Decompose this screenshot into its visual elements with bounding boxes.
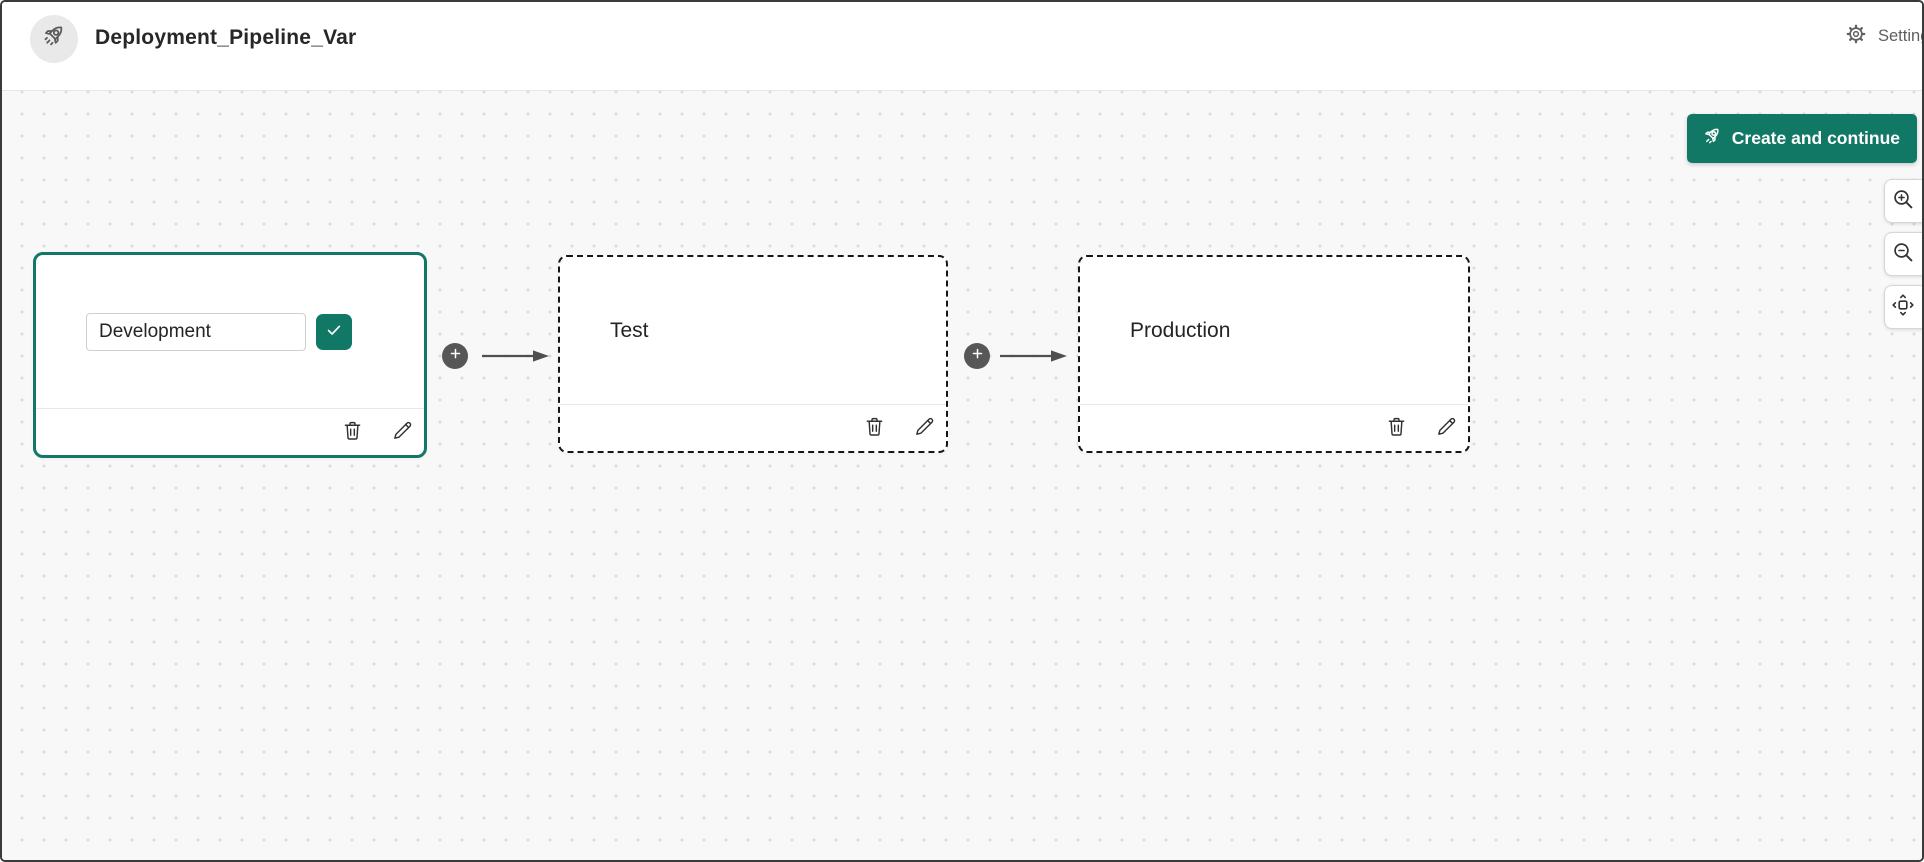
zoom-in-button[interactable]	[1884, 179, 1922, 223]
stage-body: Test	[560, 257, 946, 404]
plus-icon	[970, 346, 985, 366]
settings-label: Settings	[1878, 27, 1922, 45]
delete-stage-button[interactable]	[861, 415, 887, 441]
zoom-in-icon	[1891, 187, 1915, 216]
pencil-icon	[913, 415, 936, 441]
settings-button[interactable]: Settings	[1845, 23, 1922, 50]
canvas-zoom-controls	[1884, 179, 1922, 329]
confirm-stage-name-button[interactable]	[316, 313, 352, 350]
delete-stage-button[interactable]	[1383, 415, 1409, 441]
stage-card-test: Test	[558, 255, 948, 453]
rocket-icon	[41, 23, 68, 55]
stage-footer	[560, 404, 946, 451]
fit-to-screen-icon	[1891, 293, 1915, 322]
create-and-continue-button[interactable]: Create and continue	[1686, 114, 1917, 163]
stage-label: Test	[610, 318, 649, 342]
plus-icon	[448, 346, 463, 366]
stage-body: Production	[1080, 257, 1468, 404]
stage-footer	[36, 408, 424, 455]
stage-card-development	[33, 252, 427, 458]
trash-icon	[1385, 415, 1408, 441]
delete-stage-button[interactable]	[339, 419, 365, 445]
trash-icon	[341, 419, 364, 445]
check-icon	[324, 320, 344, 343]
rename-stage-button[interactable]	[389, 419, 415, 445]
stage-body	[36, 255, 424, 408]
add-stage-button[interactable]	[442, 343, 468, 369]
rename-stage-button[interactable]	[911, 415, 937, 441]
arrow-right-icon	[480, 348, 550, 369]
stage-name-input[interactable]	[86, 312, 306, 351]
fit-to-screen-button[interactable]	[1884, 285, 1922, 329]
trash-icon	[863, 415, 886, 441]
pipeline-canvas[interactable]: Create and continue	[2, 91, 1922, 860]
pipeline-avatar	[30, 15, 78, 63]
gear-icon	[1845, 23, 1867, 50]
stage-label: Production	[1130, 318, 1231, 342]
add-stage-button[interactable]	[964, 343, 990, 369]
zoom-out-icon	[1891, 240, 1915, 269]
create-and-continue-label: Create and continue	[1731, 128, 1900, 148]
rename-stage-button[interactable]	[1433, 415, 1459, 441]
stage-card-production: Production	[1078, 255, 1470, 453]
pencil-icon	[1435, 415, 1458, 441]
stage-footer	[1080, 404, 1468, 451]
pencil-icon	[391, 419, 414, 445]
header: Deployment_Pipeline_Var Settings	[2, 2, 1922, 91]
page-title: Deployment_Pipeline_Var	[95, 26, 357, 49]
arrow-right-icon	[998, 348, 1068, 369]
rocket-icon	[1702, 126, 1723, 152]
zoom-out-button[interactable]	[1884, 232, 1922, 276]
